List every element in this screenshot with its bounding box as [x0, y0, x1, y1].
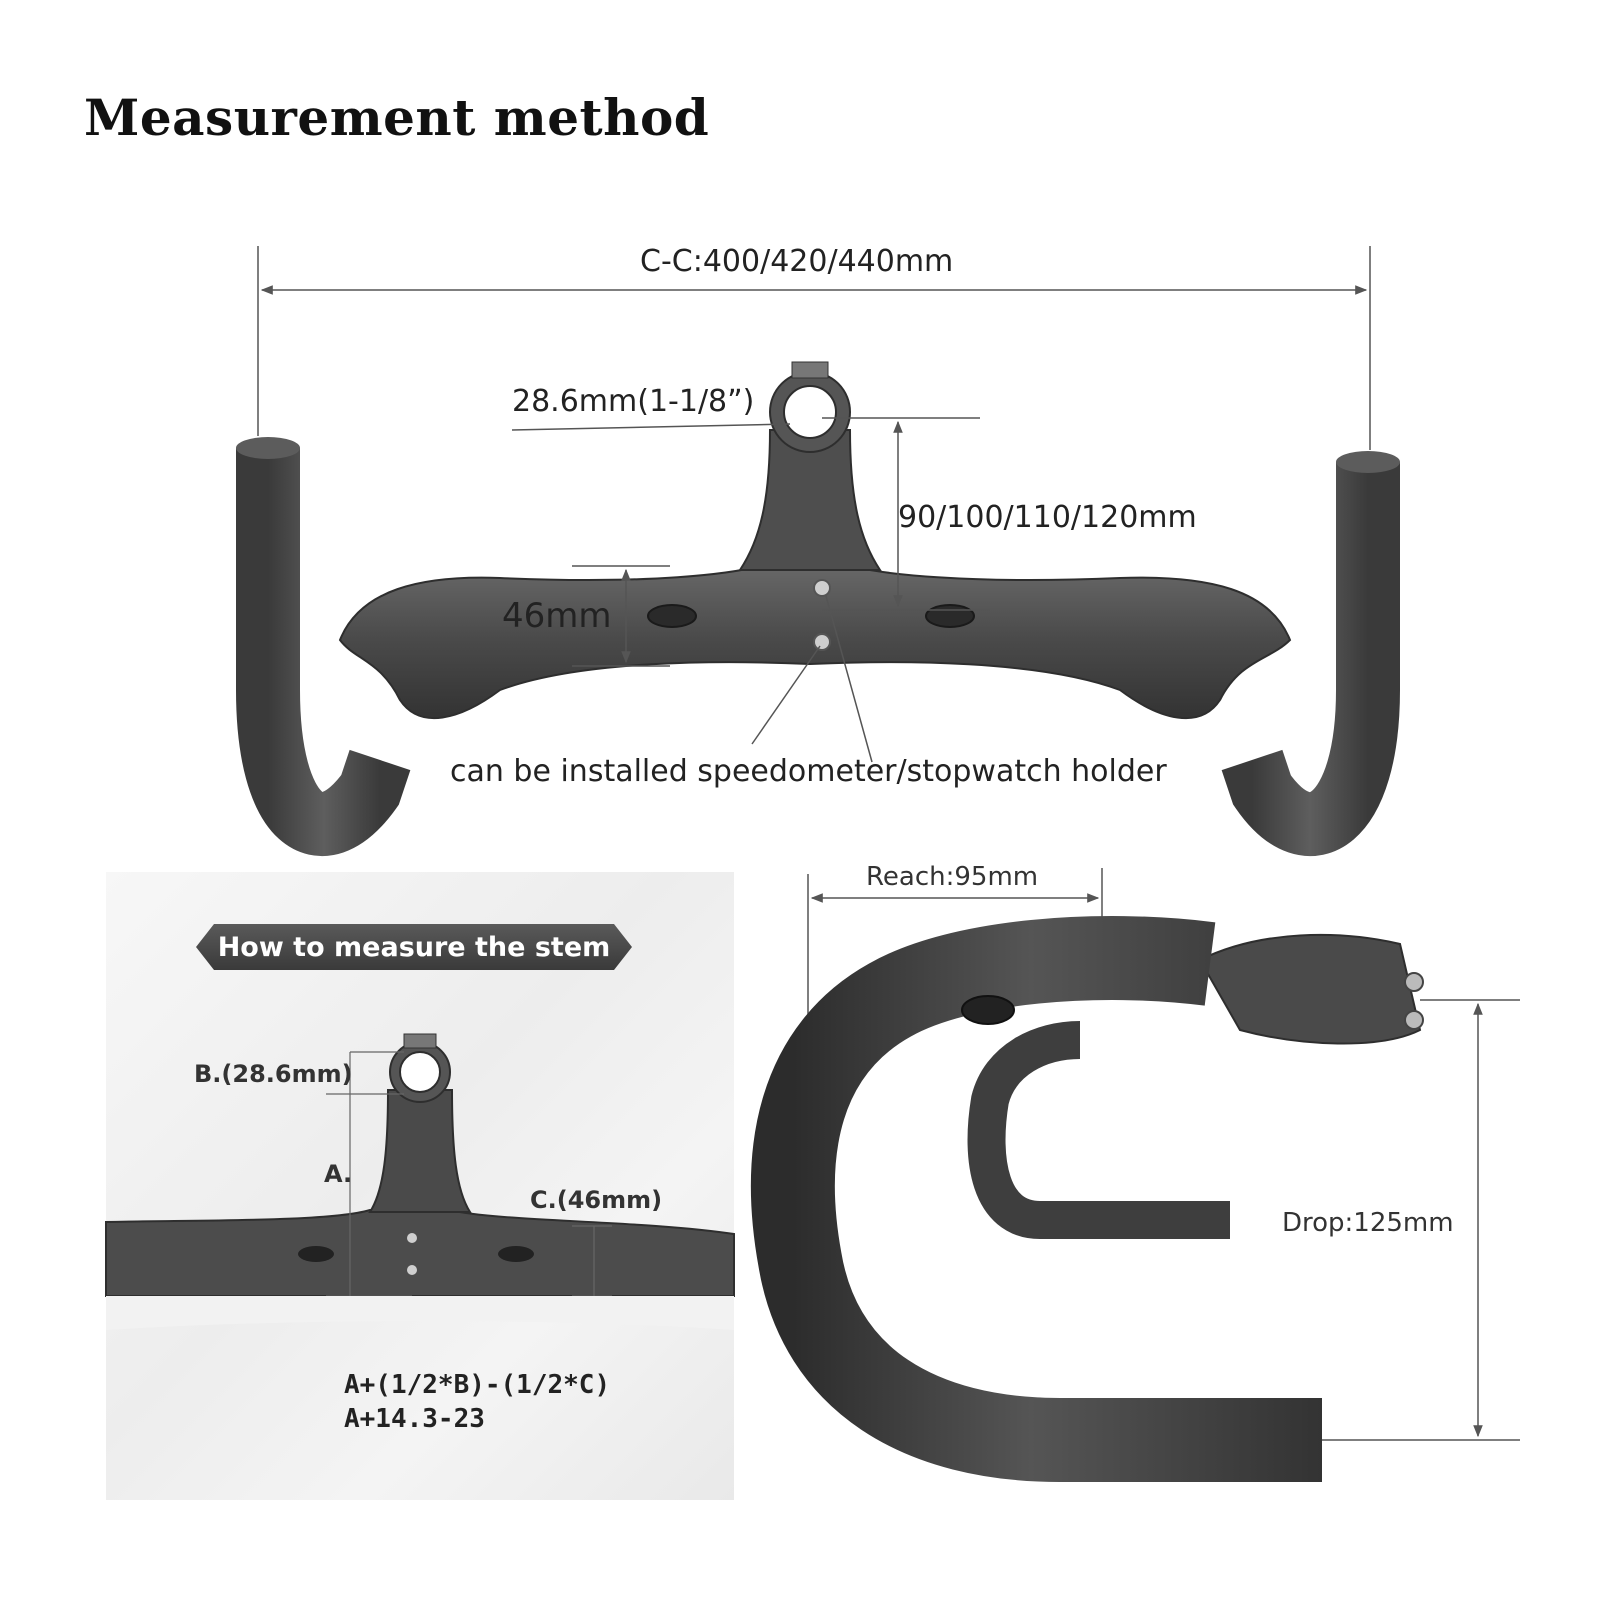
a-label: A.	[324, 1160, 353, 1188]
cc-dimension	[257, 246, 1371, 450]
holder-label: can be installed speedometer/stopwatch h…	[450, 754, 1167, 789]
stem-length-dimension	[822, 417, 990, 611]
reach-label: Reach:95mm	[866, 862, 1039, 892]
b-label: B.(28.6mm)	[194, 1060, 353, 1088]
drop-label: Drop:125mm	[1282, 1208, 1454, 1238]
height-dimension	[572, 565, 670, 667]
stem-length-label: 90/100/110/120mm	[898, 500, 1197, 535]
cc-label: C-C:400/420/440mm	[640, 244, 954, 279]
formula-line-1: A+(1/2*B)-(1/2*C)	[344, 1370, 611, 1400]
c-label: C.(46mm)	[530, 1186, 663, 1214]
height-label: 46mm	[502, 596, 612, 636]
left-drop	[236, 448, 411, 856]
stem-banner: How to measure the stem	[196, 924, 632, 970]
formula-line-2: A+14.3-23	[344, 1404, 485, 1434]
right-drop	[1221, 462, 1400, 856]
clamp-label: 28.6mm(1-1/8”)	[512, 384, 755, 419]
page-title: Measurement method	[84, 88, 710, 147]
stem	[738, 429, 882, 571]
